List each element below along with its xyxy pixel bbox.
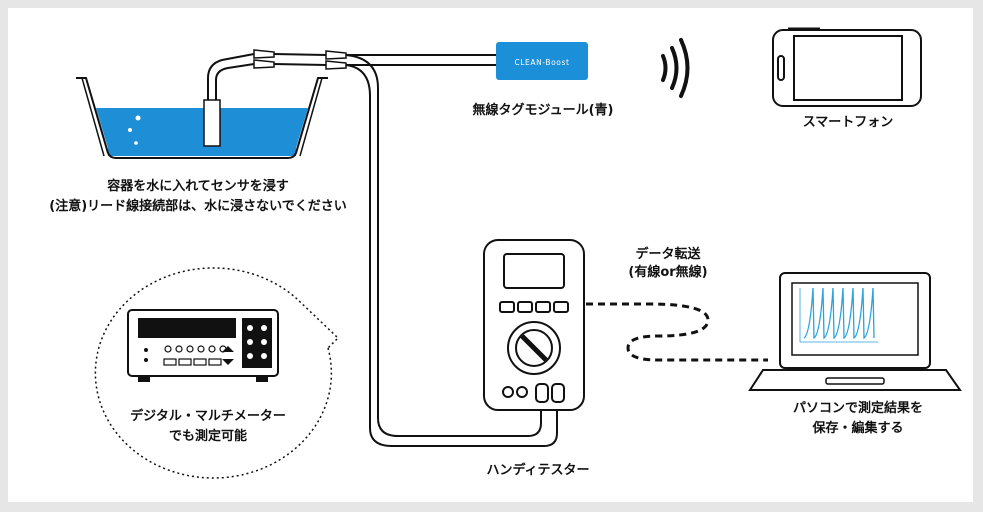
wireless-tag-module [496,42,588,80]
pc-label-line2: 保存・編集する [812,421,904,436]
smartphone-icon [772,27,922,107]
wire-connectors [253,49,347,70]
pc-label-line1: パソコンで測定結果を [792,401,923,416]
wireless-signal-icon [661,38,690,98]
water-container [76,77,328,159]
laptop-graph-line [803,287,875,340]
digital-label-line2: でも測定可能 [168,429,247,444]
handy-tester-icon [483,239,585,411]
container-label-line2: (注意)リード線接続部は、水に浸さないでください [49,199,347,214]
laptop-icon [748,272,962,391]
lead-wires [207,53,558,447]
digital-multimeter-icon [127,309,279,382]
data-transfer-cable [586,302,768,362]
smartphone-label: スマートフォン [802,115,894,130]
diagram-frame: CLEAN-Boost 無線タグモジュール(青) スマートフォン 容器を水に入れ… [8,8,973,502]
digital-multimeter-bubble [94,267,340,479]
digital-label-line1: デジタル・マルチメーター [130,409,286,424]
transfer-label-line2: (有線or無線) [628,265,708,280]
handy-tester-label: ハンディテスター [486,463,590,478]
tag-brand-text: CLEAN-Boost [514,58,570,67]
diagram-canvas [76,27,962,479]
sensor-probe [203,99,221,147]
container-label-line1: 容器を水に入れてセンサを浸す [107,179,289,194]
transfer-label-line1: データ転送 [635,247,701,262]
tag-module-label: 無線タグモジュール(青) [472,103,614,118]
